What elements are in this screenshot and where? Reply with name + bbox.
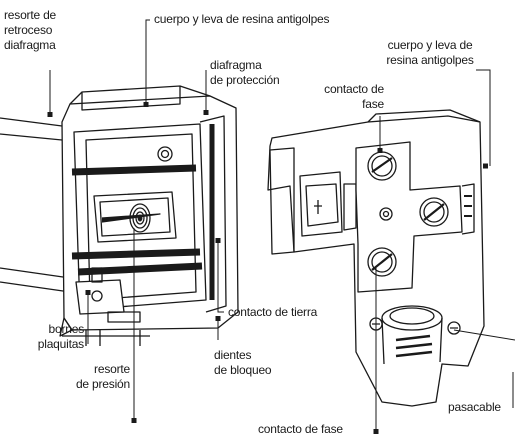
pressure-spring <box>129 203 151 233</box>
phase-screw-top <box>367 151 397 181</box>
label-contacto-tierra: contacto de tierra <box>228 305 318 319</box>
label-cuerpo-leva-right: cuerpo y leva de resina antigolpes <box>386 38 474 67</box>
right-connector-illustration <box>267 109 485 407</box>
label-pasacable: pasacable <box>448 400 501 414</box>
phase-screw-right <box>419 197 449 227</box>
label-bornes-plaquitas: bornes plaquitas <box>37 322 84 351</box>
label-cuerpo-leva-left: cuerpo y leva de resina antigolpes <box>154 12 330 26</box>
label-contacto-fase-top: contacto de fase <box>324 82 384 111</box>
dark-bars <box>71 164 203 276</box>
label-diafragma-proteccion: diafragma de protección <box>210 58 280 87</box>
label-resorte-retroceso-diafragma: resorte de retroceso diafragma <box>4 8 57 52</box>
phase-screw-bottom <box>367 247 397 277</box>
left-switch-illustration <box>0 85 239 346</box>
leader-lines <box>47 19 515 434</box>
label-contacto-fase-bottom: contacto de fase <box>258 422 343 436</box>
label-dientes-bloqueo: dientes de bloqueo <box>214 348 272 377</box>
label-resorte-presion: resorte de presión <box>75 362 130 391</box>
